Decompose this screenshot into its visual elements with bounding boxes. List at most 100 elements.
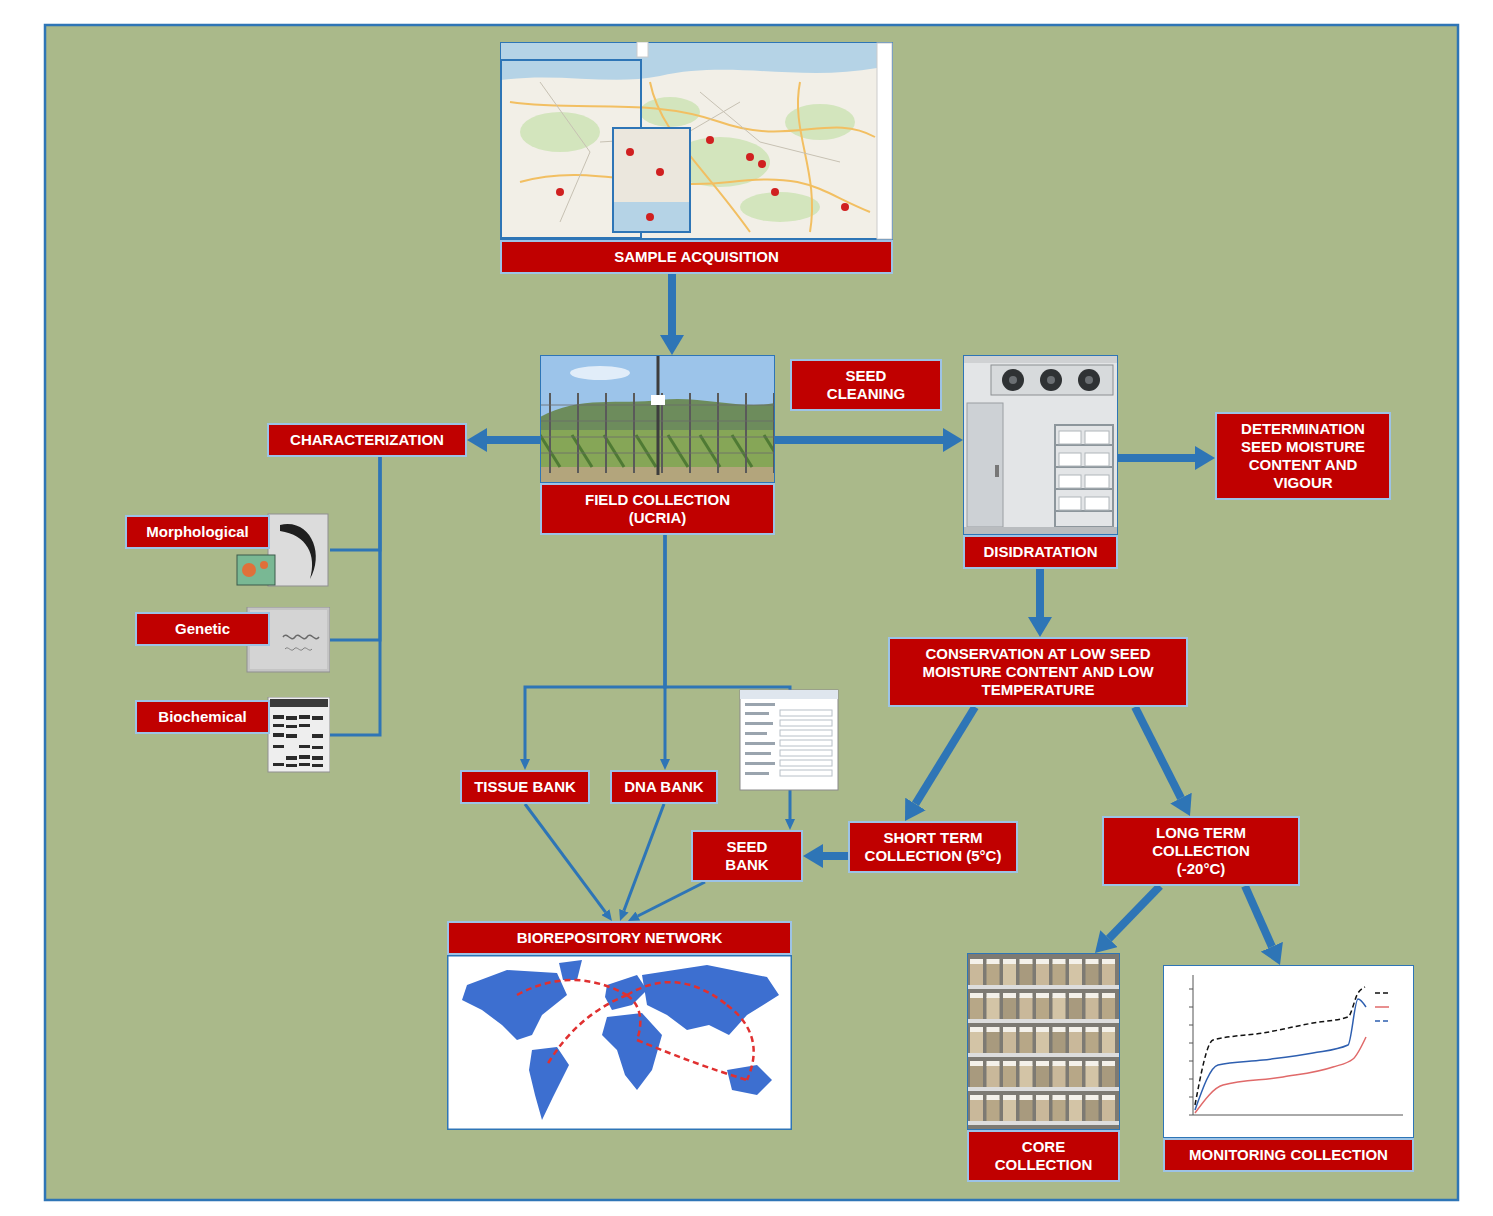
bank-box: SEED BANK <box>691 830 803 882</box>
gel-band <box>312 746 323 749</box>
legend-sample <box>1375 1020 1389 1022</box>
gel-band <box>299 745 310 748</box>
jar-lid <box>987 1027 1000 1032</box>
gel-band <box>299 755 310 759</box>
node-label: DNA BANK <box>610 770 718 804</box>
flow-arrow <box>525 804 605 912</box>
floor <box>963 527 1118 535</box>
jar-lid <box>1086 1095 1099 1100</box>
room-ceiling <box>963 355 1118 363</box>
node-label: DETERMINATION SEED MOISTURE CONTENT AND … <box>1215 412 1391 500</box>
jar <box>1069 1031 1082 1053</box>
jar <box>1053 1099 1066 1121</box>
fan <box>1078 369 1100 391</box>
map-green <box>785 104 855 140</box>
process-box: SHORT TERM COLLECTION (5°C) <box>848 821 1018 873</box>
jar <box>1102 1065 1115 1087</box>
flow-arrow <box>1118 454 1195 462</box>
jar <box>987 1065 1000 1087</box>
field-collection-panel: FIELD COLLECTION (UCRIA) <box>540 355 775 535</box>
continent <box>559 960 582 980</box>
jar <box>1069 1099 1082 1121</box>
inset-dot <box>260 561 268 569</box>
node-label: SEED CLEANING <box>790 359 942 411</box>
core-collection-panel: CORE COLLECTION <box>967 953 1120 1182</box>
window-field <box>780 710 832 716</box>
jar-lid <box>1102 1095 1115 1100</box>
node-label: LONG TERM COLLECTION (-20°C) <box>1102 816 1300 886</box>
inset-photo <box>237 555 275 585</box>
jar-lid <box>1053 1095 1066 1100</box>
jar-lid <box>1053 959 1066 964</box>
panel-picture <box>500 42 893 240</box>
window-field <box>780 730 832 736</box>
flow-arrow <box>775 436 943 444</box>
connector-line <box>330 457 380 640</box>
monitoring-panel: MONITORING COLLECTION <box>1163 965 1414 1172</box>
jar <box>970 1065 983 1087</box>
gel-band <box>286 756 297 760</box>
vine-row <box>732 435 752 467</box>
jar-lid <box>1102 993 1115 998</box>
panel-picture <box>963 355 1118 535</box>
flow-arrow <box>1036 569 1044 617</box>
window-titlebar <box>740 690 838 699</box>
room-wall <box>963 355 1118 535</box>
flow-arrow <box>525 535 665 759</box>
jar-lid <box>1069 1027 1082 1032</box>
process-box: CONSERVATION AT LOW SEED MOISTURE CONTEN… <box>888 637 1188 707</box>
window-row <box>745 742 775 745</box>
jar-lid <box>1003 1061 1016 1066</box>
jar <box>987 1099 1000 1121</box>
map-inset <box>613 128 690 232</box>
jar <box>1003 997 1016 1019</box>
fan <box>1040 369 1062 391</box>
seed-box <box>1085 453 1109 466</box>
jar <box>1036 1031 1049 1053</box>
jar <box>1086 1065 1099 1087</box>
map-road <box>798 82 812 232</box>
gel-band <box>273 745 284 748</box>
panel-picture <box>967 953 1120 1130</box>
jar <box>1003 1099 1016 1121</box>
jar <box>1003 1065 1016 1087</box>
jar <box>1020 997 1033 1019</box>
window-row <box>745 762 775 765</box>
chart-tick <box>1189 1097 1193 1098</box>
map-marker <box>771 188 779 196</box>
gel-band <box>299 715 310 719</box>
window-row <box>745 712 769 715</box>
jar <box>1036 1065 1049 1087</box>
cloud <box>570 366 630 380</box>
jar <box>970 963 983 985</box>
legend-sample <box>1375 992 1389 994</box>
map-minor-road <box>540 82 590 222</box>
map-marker <box>758 160 766 168</box>
gel-band <box>286 716 297 720</box>
jar <box>1069 1065 1082 1087</box>
chart-tick <box>1189 989 1193 990</box>
jar-lid <box>1020 1027 1033 1032</box>
node-label: DISIDRATATION <box>963 535 1118 569</box>
continent <box>462 970 567 1040</box>
jar-lid <box>1003 959 1016 964</box>
flow-arrow <box>915 707 975 804</box>
route-arc <box>517 980 627 995</box>
genetic-trace <box>285 648 312 650</box>
jar <box>987 1031 1000 1053</box>
bank-box: TISSUE BANK <box>460 770 590 804</box>
bank-box: DNA BANK <box>610 770 718 804</box>
map-green <box>640 97 700 127</box>
node-label: Genetic <box>135 612 270 646</box>
jar-lid <box>1036 1095 1049 1100</box>
jar-lid <box>1020 1061 1033 1066</box>
shelf-plank <box>967 985 1120 989</box>
window-field <box>780 760 832 766</box>
jar <box>1102 997 1115 1019</box>
sign <box>651 395 665 405</box>
photo-border <box>964 356 1118 535</box>
seed-box <box>1085 431 1109 444</box>
flow-arrow <box>823 852 848 860</box>
vine-row <box>636 435 656 467</box>
